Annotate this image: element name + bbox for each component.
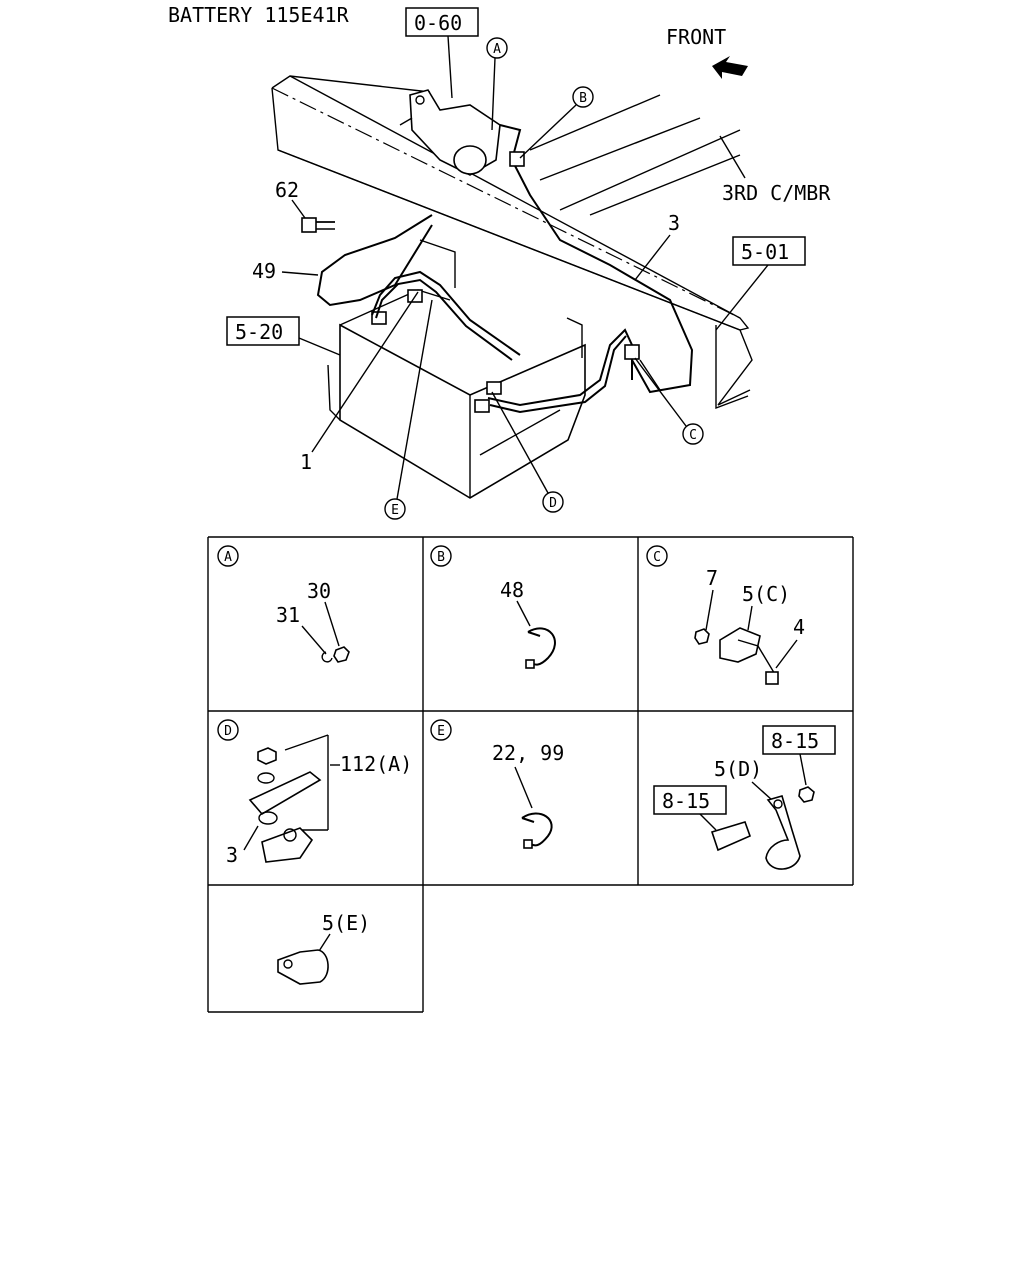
- ref-5-20-leader: [298, 337, 341, 356]
- starter-motor: [399, 89, 501, 176]
- battery-box: [327, 239, 586, 499]
- cable-lug-icon: [248, 771, 322, 816]
- battery-cables: [302, 124, 694, 414]
- panel-d-part-3[interactable]: 3: [226, 843, 238, 867]
- nut-8-15-icon: [798, 786, 815, 803]
- detail-panel-f: 8-15 8-15 5(D): [653, 725, 836, 870]
- panel-a-part-30[interactable]: 30: [307, 579, 331, 603]
- part-49-label[interactable]: 49: [252, 259, 276, 283]
- frame-rail: [271, 75, 753, 410]
- detail-panel-b: B 48: [430, 545, 556, 669]
- battery-terminal-icon: [261, 827, 314, 863]
- clip-5c-icon: [719, 627, 761, 663]
- callout-a-label: A: [493, 42, 501, 57]
- panel-a-part-31[interactable]: 31: [276, 603, 300, 627]
- third-member-label: 3RD C/MBR: [722, 181, 831, 205]
- nut-icon: [333, 646, 350, 663]
- panel-d-callout: D: [224, 724, 232, 739]
- panel-b-part-48[interactable]: 48: [500, 578, 524, 602]
- part-49-leader: [281, 271, 319, 276]
- ref-box-8-15-upper: [762, 725, 836, 755]
- part-3-leader: [634, 234, 671, 281]
- panel-c-part-5c[interactable]: 5(C): [742, 582, 790, 606]
- diagram-title: BATTERY 115E41R: [168, 3, 350, 27]
- callout-e-label: E: [391, 503, 399, 518]
- cable-tie-48-icon: [527, 627, 556, 666]
- ref-8-15-lower-label[interactable]: 8-15: [662, 789, 710, 813]
- detail-panel-a: A 30 31: [217, 545, 350, 663]
- detail-panel-c: C 7 5(C) 4: [646, 545, 805, 685]
- detail-panel-d: D 112(A) 3: [217, 719, 412, 867]
- callout-c-label: C: [689, 428, 697, 443]
- part-1-label[interactable]: 1: [300, 450, 312, 474]
- part-62-leader: [291, 199, 306, 219]
- callout-d[interactable]: D: [491, 391, 564, 513]
- panel-c-callout: C: [653, 550, 661, 565]
- panel-d-part-112a[interactable]: 112(A): [340, 752, 412, 776]
- detail-grid: [207, 536, 854, 1013]
- callout-b[interactable]: B: [519, 86, 594, 159]
- callout-c[interactable]: C: [634, 357, 704, 445]
- callout-b-label: B: [579, 91, 587, 106]
- panel-c-part-4[interactable]: 4: [793, 615, 805, 639]
- terminal-nut-icon: [257, 747, 277, 765]
- detail-panel-g: 5(E): [277, 911, 370, 985]
- bolt-62-icon: [301, 217, 335, 233]
- callout-e[interactable]: E: [384, 299, 433, 520]
- panel-b-callout: B: [437, 550, 445, 565]
- ref-5-20-label[interactable]: 5-20: [235, 320, 283, 344]
- ref-5-01-leader: [715, 264, 769, 331]
- ref-5-01-label[interactable]: 5-01: [741, 240, 789, 264]
- panel-a-callout: A: [224, 550, 232, 565]
- panel-f-part-5d[interactable]: 5(D): [714, 757, 762, 781]
- snap-ring-icon: [321, 651, 333, 663]
- clip-5d-icon: [765, 795, 801, 870]
- ref-0-60-leader: [447, 35, 453, 99]
- callout-a[interactable]: A: [486, 37, 508, 131]
- panel-c-part-7[interactable]: 7: [706, 566, 718, 590]
- panel-e-callout: E: [437, 724, 445, 739]
- panel-e-part-22-99[interactable]: 22, 99: [492, 741, 564, 765]
- washer-icon: [257, 772, 275, 784]
- cable-tie-22-99-icon: [521, 812, 553, 847]
- ref-0-60-label[interactable]: 0-60: [414, 11, 462, 35]
- part-62-label[interactable]: 62: [275, 178, 299, 202]
- detail-panel-e: E 22, 99: [430, 719, 564, 849]
- bolt-4-icon: [765, 671, 779, 685]
- ref-box-0-60: [405, 7, 479, 37]
- panel-g-part-5e[interactable]: 5(E): [322, 911, 370, 935]
- front-arrow-icon: [712, 56, 748, 79]
- ref-box-5-01: [732, 236, 806, 266]
- front-label: FRONT: [666, 25, 726, 49]
- ref-box-5-20: [226, 316, 300, 346]
- clip-5e-icon: [277, 949, 329, 985]
- part-1-leader: [311, 291, 419, 453]
- callout-d-label: D: [549, 496, 557, 511]
- part-3-label[interactable]: 3: [668, 211, 680, 235]
- ref-8-15-upper-label[interactable]: 8-15: [771, 729, 819, 753]
- third-member-leader: [719, 135, 746, 179]
- bolt-8-15-icon: [710, 821, 752, 852]
- ref-box-8-15-lower: [653, 785, 727, 815]
- nut-7-icon: [694, 628, 710, 645]
